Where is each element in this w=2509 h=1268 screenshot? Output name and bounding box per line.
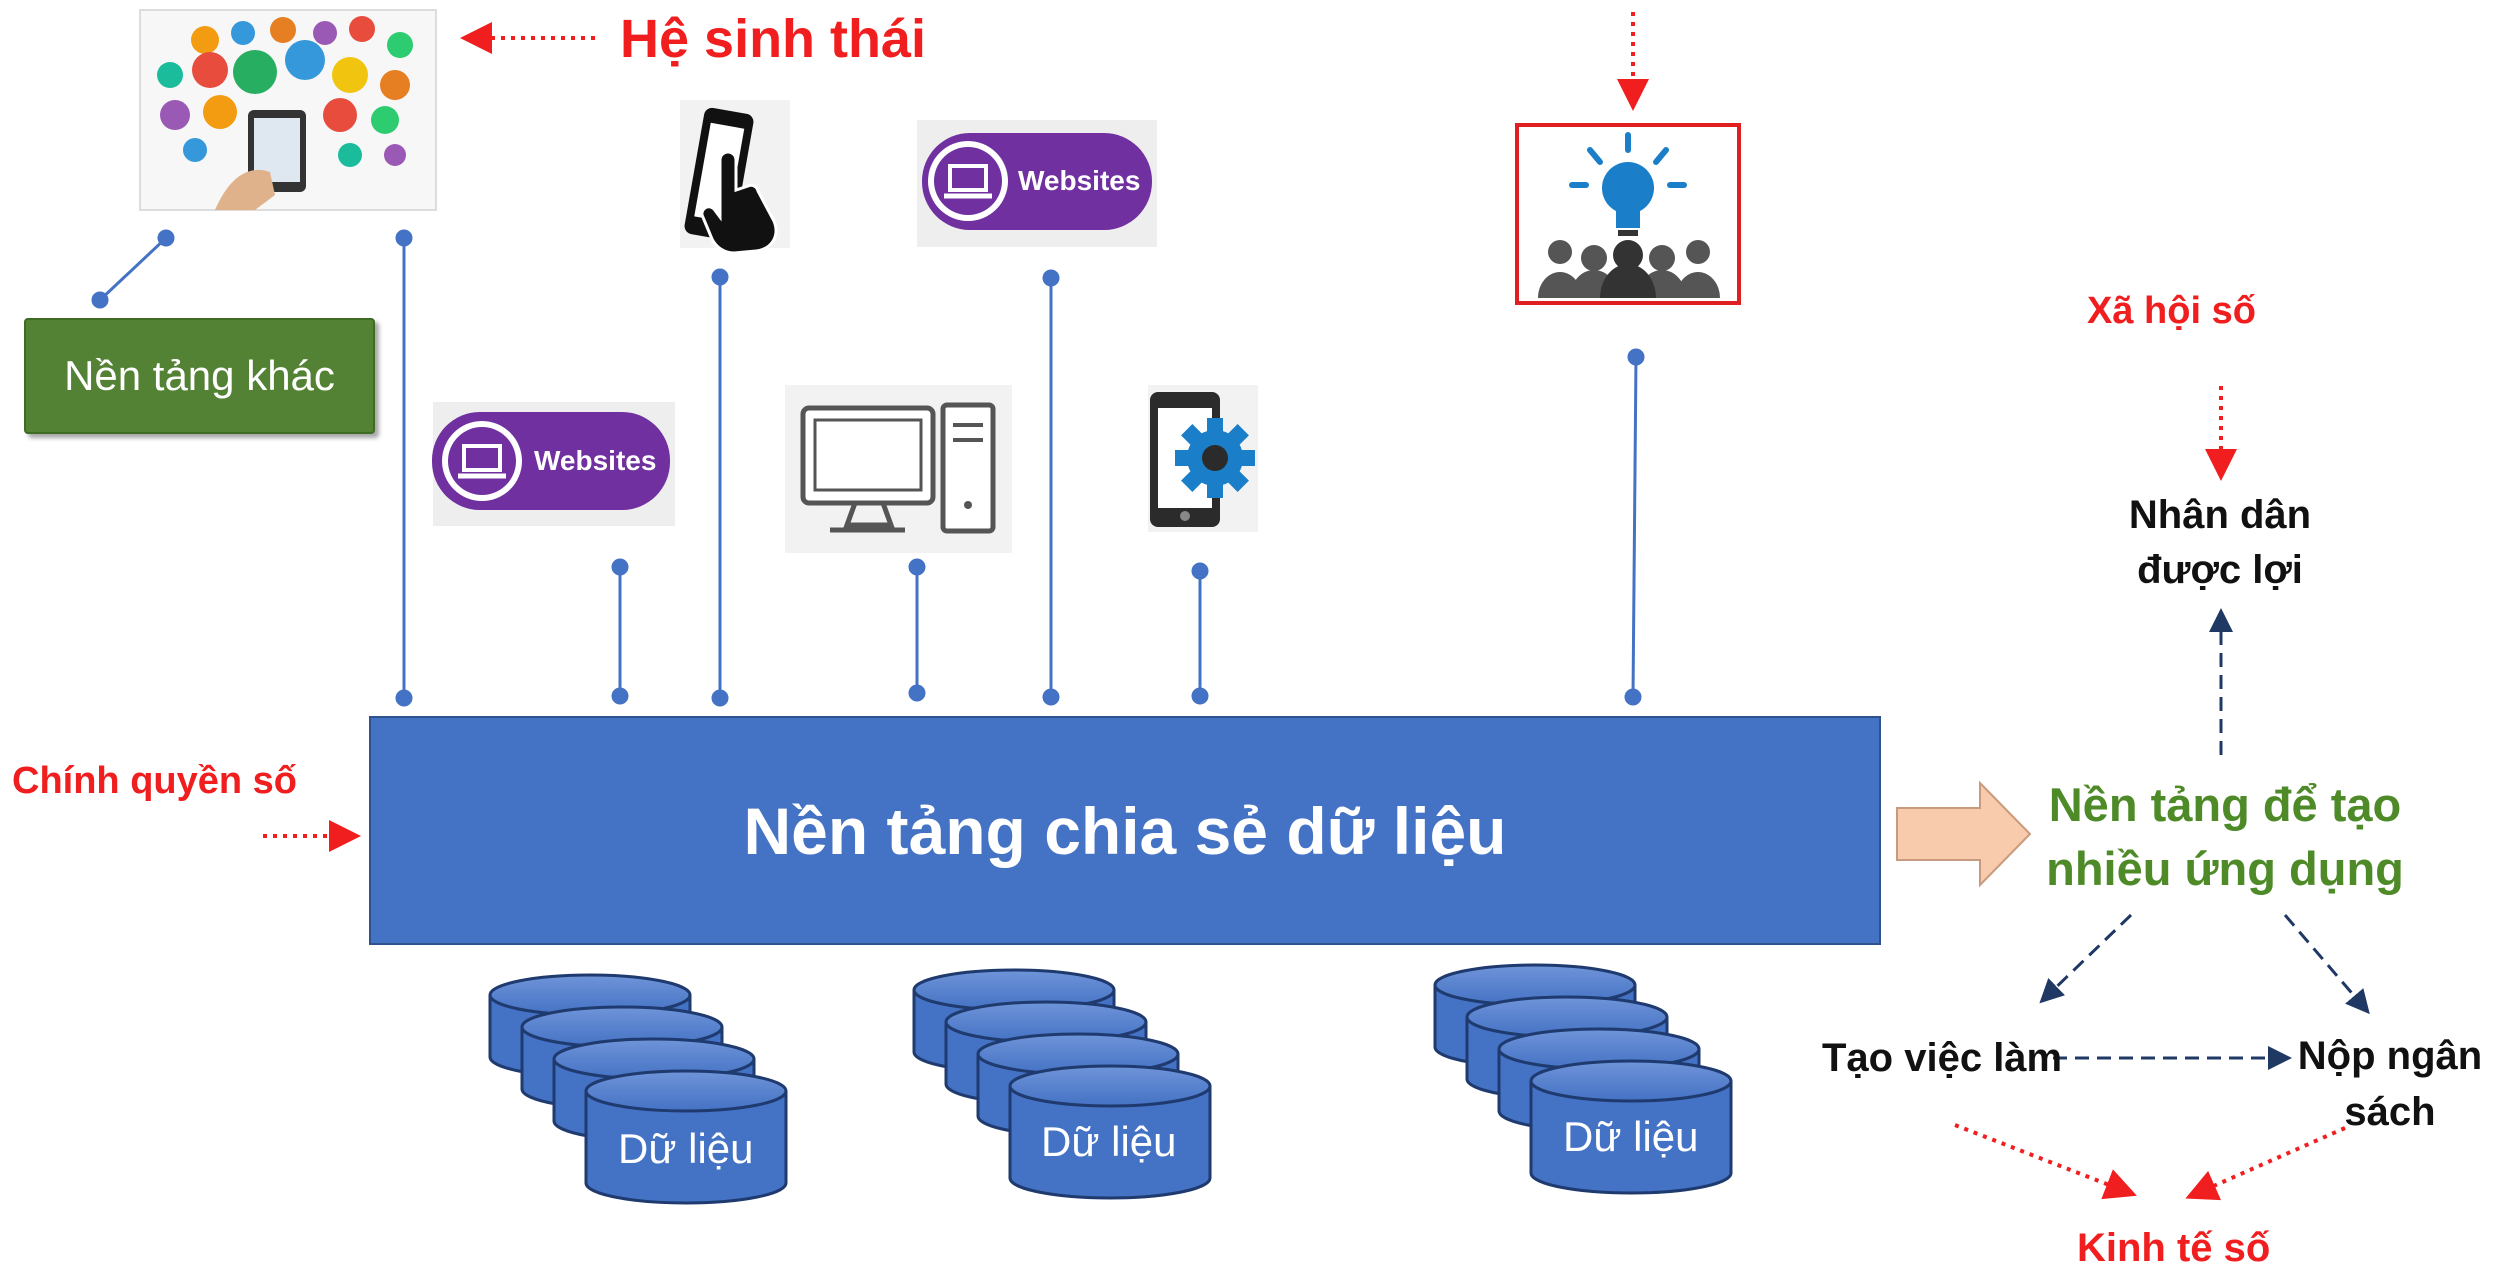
budget-label: Nộp ngân sách [2297, 1034, 2483, 1134]
websites-icon [917, 120, 1157, 247]
database-stack-2 [912, 968, 1212, 1200]
create-jobs-label: Tạo việc làm [1822, 1036, 2063, 1080]
connector-idea-team [1631, 356, 1638, 698]
digital-society-label: Xã hội số [2087, 290, 2256, 332]
websites-badge-top-label: Websites [1018, 165, 1141, 196]
digital-economy-label: Kinh tế số [2077, 1226, 2271, 1268]
arrow-platform-budget [2283, 914, 2370, 1015]
ecosystem-label: Hệ sinh thái [620, 9, 927, 69]
database-stack-1 [488, 973, 788, 1205]
arrow-jobs-economy [1954, 1123, 2137, 1200]
idea-team-icon [1515, 123, 1741, 305]
navy-dashed-arrows [2039, 608, 2370, 1070]
websites-badge-left-label: Websites [534, 445, 657, 476]
data-sharing-platform-title: Nền tảng chia sẻ dữ liệu [743, 793, 1507, 868]
multi-app-platform-label: Nền tảng để tạo nhiều ứng dụng [2046, 778, 2404, 895]
arrow-platform-jobs [2039, 913, 2133, 1004]
connector-lines [91, 229, 1645, 707]
other-platforms-label: Nền tảng khác [64, 352, 335, 399]
other-platforms-box: Nền tảng khác [24, 318, 375, 434]
digital-government-label: Chính quyền số [12, 760, 297, 802]
arrow-budget-economy [2185, 1126, 2346, 1201]
desktop-computer-icon [785, 385, 1012, 553]
data-sharing-platform-bar [369, 716, 1881, 945]
database-label-2: Dữ liệu [1041, 1118, 1177, 1165]
peach-arrow [1896, 780, 2032, 888]
database-label-1: Dữ liệu [618, 1125, 754, 1172]
people-benefit-label: Nhân dân được lợi [2128, 493, 2312, 592]
touch-phone-icon [680, 100, 790, 255]
connector-other-platforms [98, 236, 168, 302]
database-label-3: Dữ liệu [1563, 1113, 1699, 1160]
database-stack-3 [1433, 963, 1733, 1195]
apps-ecosystem-icon [139, 9, 437, 211]
mobile-settings-icon [1148, 385, 1258, 532]
red-dotted-arrows [263, 12, 2346, 1201]
websites-icon-left [432, 402, 675, 526]
